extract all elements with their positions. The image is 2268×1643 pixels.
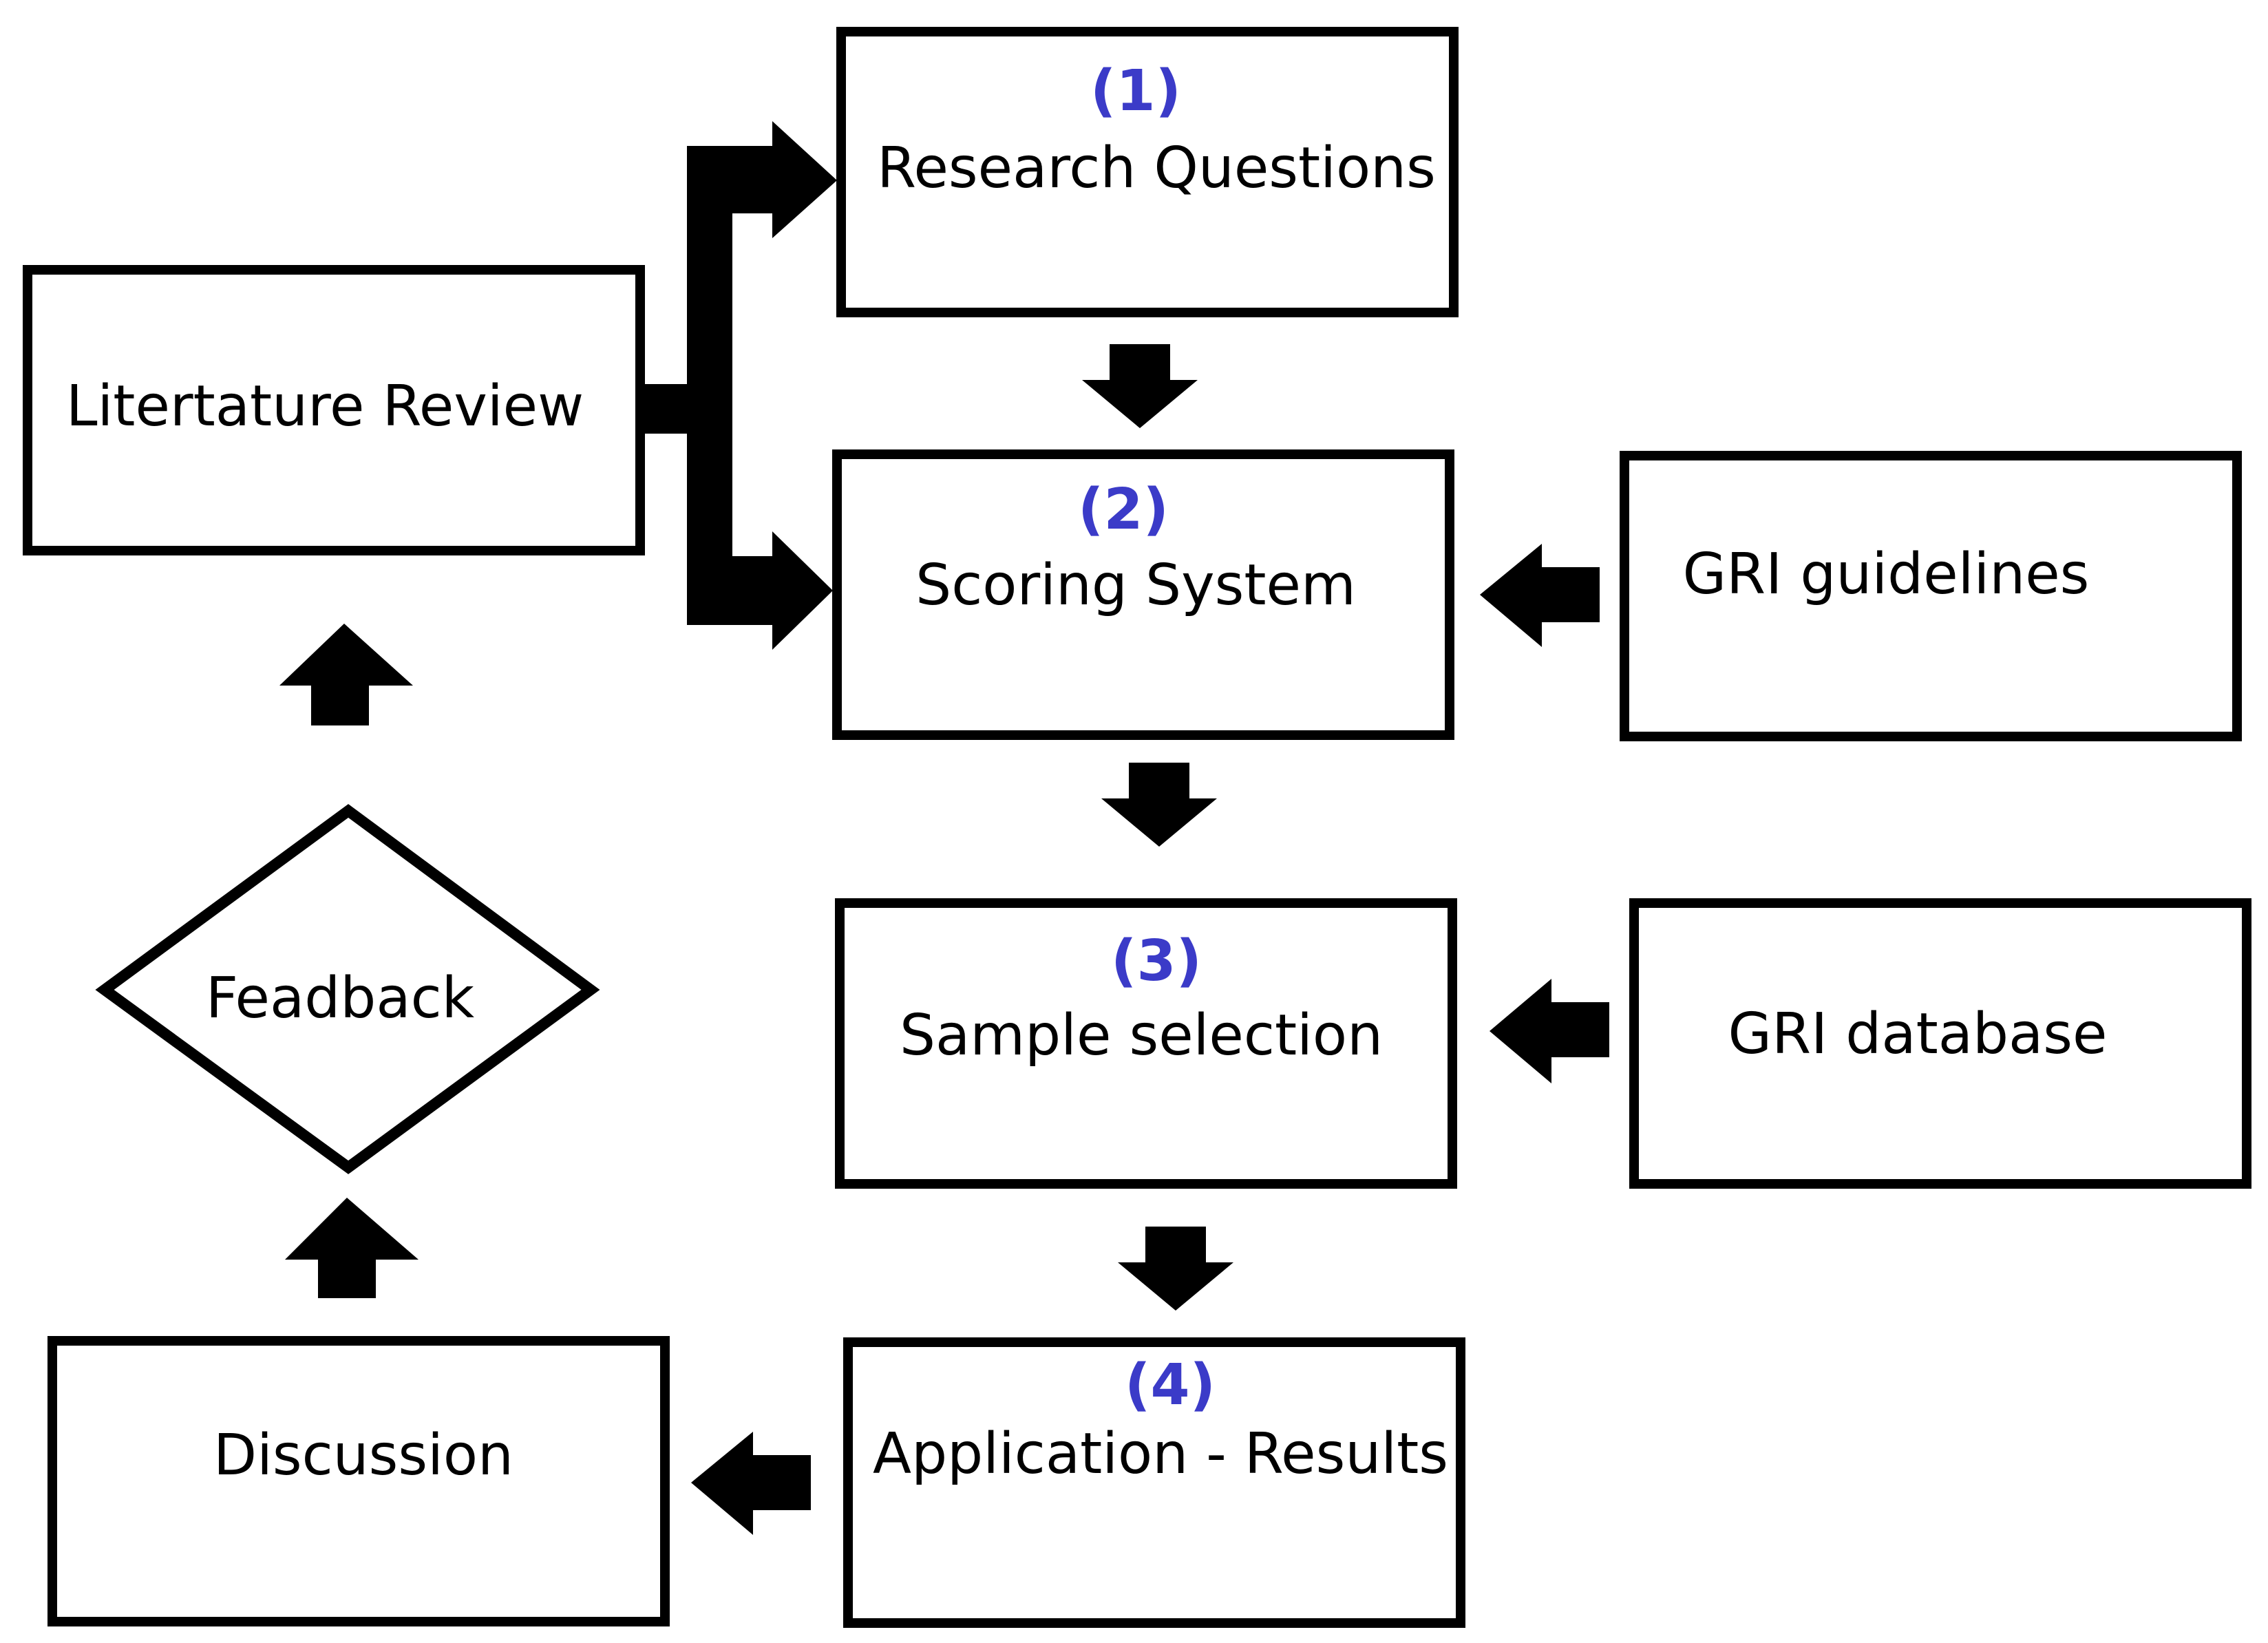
node-number: (1)	[1090, 59, 1181, 124]
node-label: GRI guidelines	[1683, 542, 2090, 607]
node-discussion: Discussion	[47, 1336, 670, 1626]
arrow-up-feedback-to-literature	[279, 624, 413, 725]
node-number: (3)	[1111, 929, 1202, 994]
node-feedback: Feadback	[95, 804, 600, 1174]
arrow-down-2-to-3	[1101, 763, 1217, 847]
node-label: Research Questions	[877, 136, 1436, 201]
arrow-left-gri-database	[1490, 979, 1609, 1083]
node-gri-guidelines: GRI guidelines	[1620, 451, 2242, 741]
node-number: (2)	[1078, 477, 1169, 542]
node-application-results: (4) Application - Results	[843, 1337, 1465, 1628]
node-label: Litertature Review	[66, 374, 584, 439]
node-label: Discussion	[213, 1423, 513, 1488]
arrow-left-results-to-discussion	[691, 1432, 811, 1535]
node-label: Application - Results	[873, 1421, 1448, 1487]
node-sample-selection: (3) Sample selection	[835, 898, 1457, 1189]
node-label: Feadback	[206, 966, 475, 1031]
node-literature-review: Litertature Review	[23, 265, 645, 555]
arrow-down-3-to-4	[1118, 1227, 1233, 1311]
fork-arrow-literature-to-steps	[640, 121, 837, 650]
arrow-left-gri-guidelines	[1480, 544, 1600, 647]
node-label: Scoring System	[915, 553, 1356, 618]
arrow-down-1-to-2	[1082, 344, 1198, 428]
node-label: Sample selection	[900, 1003, 1383, 1068]
node-research-questions: (1) Research Questions	[836, 27, 1459, 317]
node-number: (4)	[1125, 1353, 1216, 1418]
arrow-up-discussion-to-feedback	[285, 1198, 418, 1298]
node-scoring-system: (2) Scoring System	[832, 449, 1454, 740]
node-gri-database: GRI database	[1629, 898, 2251, 1189]
node-label: GRI database	[1728, 1001, 2108, 1067]
